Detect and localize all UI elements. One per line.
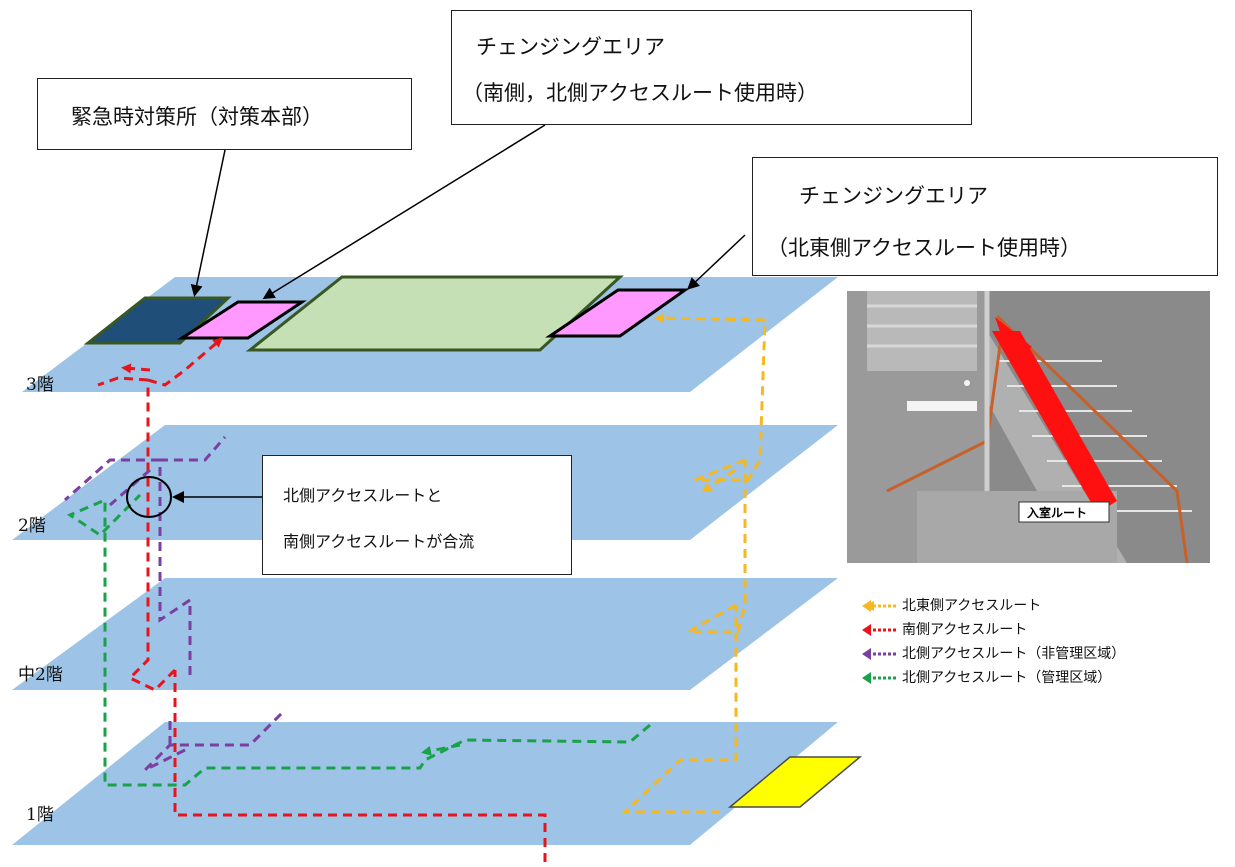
entrance-area [727,756,863,808]
route-north-controlled [66,493,651,787]
legend-label-northeast: 北東側アクセスルート [902,598,1042,614]
callout-emergency-text: 緊急時対策所（対策本部） [71,105,323,129]
legend-arrow-purple-icon [862,648,896,660]
merge-point-circle [126,476,172,518]
floor-label-mezzanine-2: 中2階 [18,665,63,685]
callout-merge: 北側アクセスルートと 南側アクセスルートが合流 [262,455,572,575]
callout-merge-line1: 北側アクセスルートと [283,486,443,505]
route-northeast [621,313,767,814]
callout-changing-northeast: チェンジングエリア （北東側アクセスルート使用時） [752,157,1218,276]
legend-label-south: 南側アクセスルート [902,622,1028,638]
stairwell-photo: 入室ルート [847,291,1210,563]
floor-1-slab [12,722,838,845]
stairwell-illustration: 入室ルート [847,291,1210,563]
floor-label-3: 3階 [26,375,54,395]
floor-mezzanine-2-slab [12,578,838,690]
changing-area-northeast [545,288,690,338]
callout-changing-northeast-line2: （北東側アクセスルート使用時） [767,236,1081,260]
changing-northeast-pointer-line [687,234,746,290]
photo-route-label: 入室ルート [1027,505,1087,520]
legend-arrow-green-icon [862,672,896,684]
large-room [245,275,624,352]
changing-south-north-pointer-line [262,124,546,300]
legend-label-north-non-controlled: 北側アクセスルート（非管理区域） [902,646,1126,662]
legend-arrow-orange-icon [862,600,896,612]
changing-area-south-north [176,300,307,340]
legend-label-north-controlled: 北側アクセスルート（管理区域） [902,670,1112,686]
route-north-non-controlled [64,436,287,772]
legend-arrow-red-icon [862,624,896,636]
callout-changing-south-north-line1: チェンジングエリア [476,35,665,59]
callout-changing-south-north: チェンジングエリア （南側，北側アクセスルート使用時） [451,10,972,125]
callout-changing-south-north-line2: （南側，北側アクセスルート使用時） [462,81,818,105]
callout-changing-northeast-line1: チェンジングエリア [799,184,988,208]
callout-merge-line2: 南側アクセスルートが合流 [283,532,475,551]
floor-label-1: 1階 [26,805,54,825]
emergency-room [83,296,232,345]
floor-label-2: 2階 [18,516,46,536]
emergency-pointer-line [190,149,226,297]
callout-emergency: 緊急時対策所（対策本部） [37,78,412,150]
route-south [97,337,547,862]
